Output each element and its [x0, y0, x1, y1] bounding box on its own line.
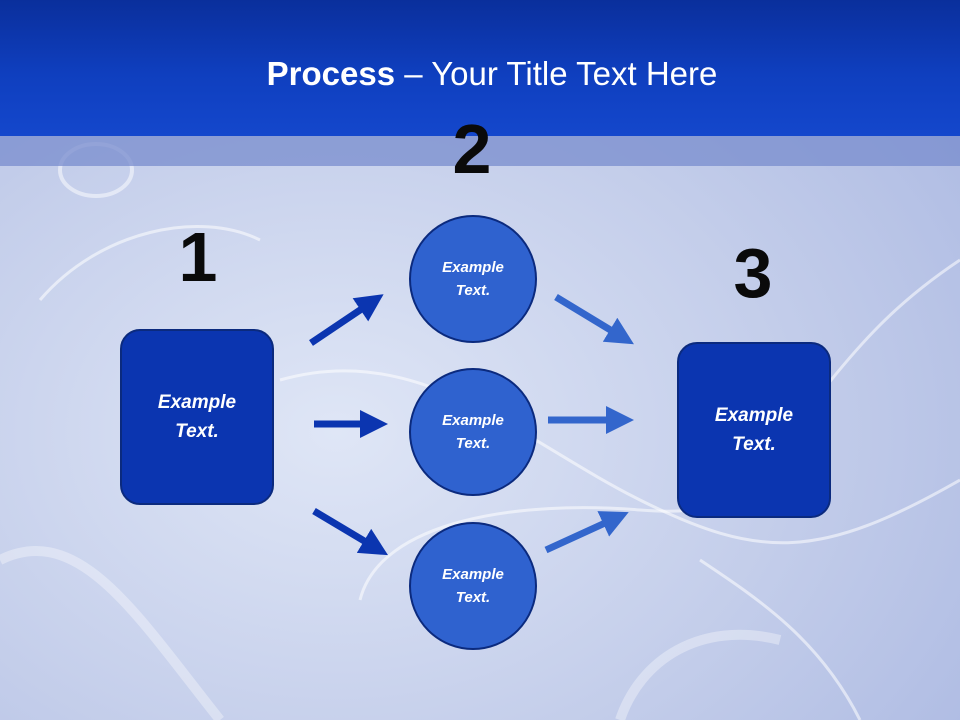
circle-middle: Example Text.: [409, 368, 537, 496]
circle-top-text: Example Text.: [442, 259, 504, 299]
left-box-text: Example Text.: [157, 392, 237, 442]
right-process-box: Example Text.: [677, 342, 831, 518]
step-number-3: 3: [733, 234, 773, 312]
title-bold-part: Process: [266, 55, 396, 92]
right-box-text: Example Text.: [714, 405, 794, 455]
arrow-circle-top-to-right-box: [554, 294, 634, 345]
slide-title: Process – Your Title Text Here: [0, 52, 960, 96]
arrow-box-to-circle-bottom: [312, 507, 389, 556]
arrow-circle-bottom-to-right-box: [544, 511, 629, 554]
step-number-2: 2: [452, 110, 492, 188]
title-rest-part: – Your Title Text Here: [395, 55, 718, 92]
circle-top: Example Text.: [409, 215, 537, 343]
step-number-1: 1: [178, 218, 218, 296]
arrow-box-to-circle-top: [309, 294, 384, 346]
circle-bottom-text: Example Text.: [442, 566, 504, 606]
circle-bottom: Example Text.: [409, 522, 537, 650]
title-banner: [0, 0, 960, 136]
title-banner-strip: [0, 136, 960, 166]
left-process-box: Example Text.: [120, 329, 274, 505]
circle-middle-text: Example Text.: [442, 412, 504, 452]
